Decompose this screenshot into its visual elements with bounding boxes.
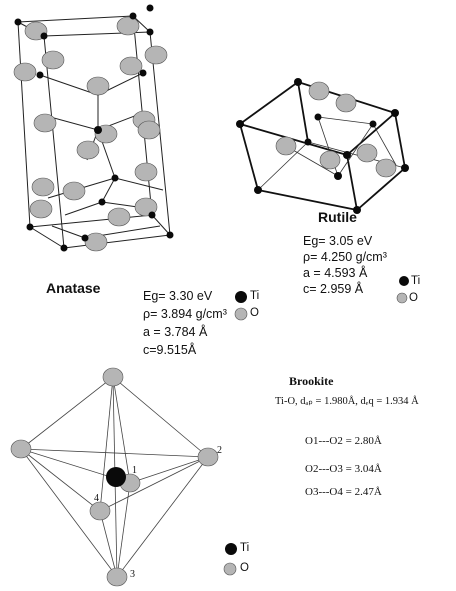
brookite-legend-o: O bbox=[240, 562, 249, 574]
vertex-label-4: 4 bbox=[94, 493, 99, 504]
brookite-distance-o3-o4: O3---O4 = 2.47Å bbox=[305, 486, 382, 498]
anatase-legend-o: O bbox=[250, 307, 259, 319]
anatase-density: ρ= 3.894 g/cm³ bbox=[143, 307, 227, 321]
vertex-label-1: 1 bbox=[132, 465, 137, 476]
brookite-distance-o2-o3: O2---O3 = 3.04Å bbox=[305, 463, 382, 475]
rutile-legend-o: O bbox=[409, 292, 418, 304]
vertex-label-2: 2 bbox=[217, 445, 222, 456]
vertex-label-3: 3 bbox=[130, 569, 135, 580]
rutile-density: ρ= 4.250 g/cm³ bbox=[303, 250, 387, 264]
rutile-lattice-c: c= 2.959 Å bbox=[303, 282, 364, 296]
rutile-title: Rutile bbox=[318, 209, 357, 225]
rutile-legend-ti: Ti bbox=[411, 275, 421, 287]
brookite-legend-ti: Ti bbox=[240, 542, 250, 554]
anatase-lattice-a: a = 3.784 Å bbox=[143, 325, 208, 339]
anatase-band-gap: Eg= 3.30 eV bbox=[143, 289, 213, 303]
brookite-title: Brookite bbox=[289, 374, 334, 388]
brookite-distance-o1-o2: O1---O2 = 2.80Å bbox=[305, 435, 382, 447]
anatase-title: Anatase bbox=[46, 280, 101, 296]
rutile-lattice-a: a = 4.593 Å bbox=[303, 266, 368, 280]
anatase-lattice-c: c=9.515Å bbox=[143, 343, 197, 357]
brookite-bond-lengths: Ti-O, dₐₚ = 1.980Å, dₑq = 1.934 Å bbox=[275, 396, 419, 407]
rutile-band-gap: Eg= 3.05 eV bbox=[303, 234, 373, 248]
anatase-legend-ti: Ti bbox=[250, 290, 260, 302]
